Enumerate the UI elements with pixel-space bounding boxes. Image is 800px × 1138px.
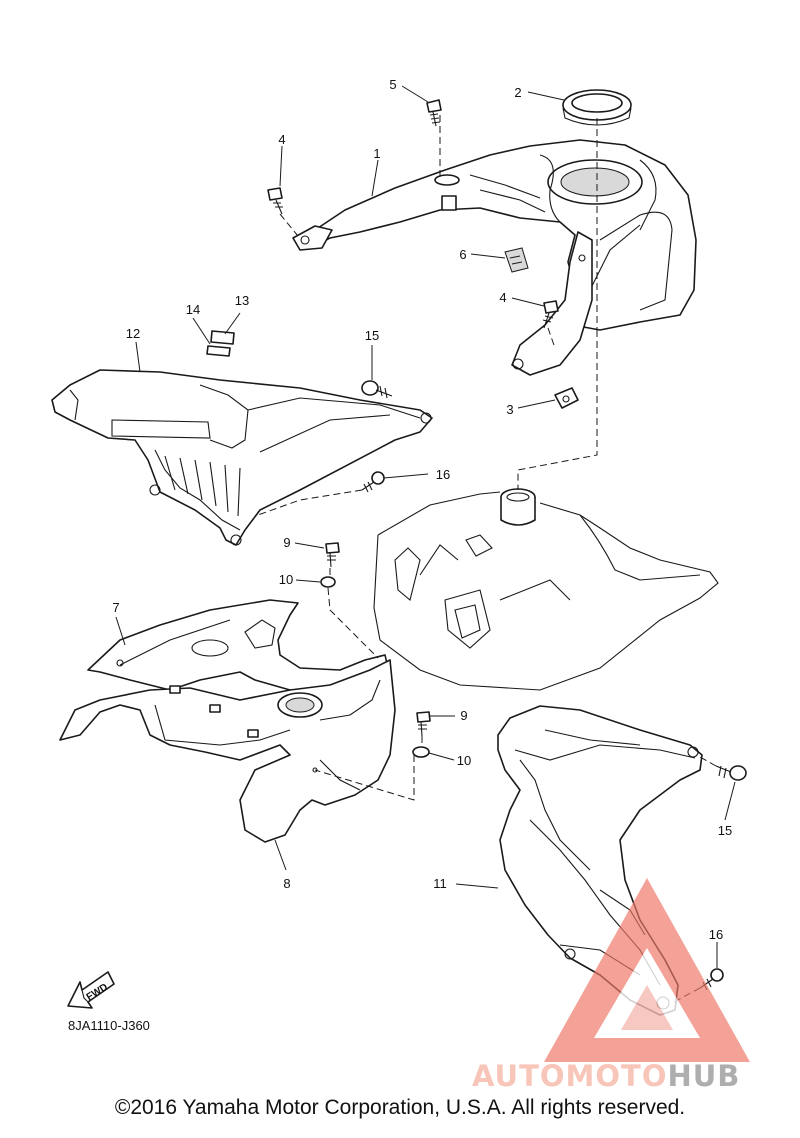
label-16a: 16 (436, 467, 450, 482)
part-13-14 (206, 330, 235, 357)
label-4a: 4 (278, 132, 285, 147)
label-4b: 4 (499, 290, 506, 305)
washer-10a (320, 576, 336, 588)
label-1: 1 (373, 146, 380, 161)
label-12: 12 (126, 326, 140, 341)
label-3: 3 (506, 402, 513, 417)
label-15b: 15 (718, 823, 732, 838)
label-5: 5 (389, 77, 396, 92)
fuel-tank (373, 488, 719, 691)
label-7: 7 (112, 600, 119, 615)
diagram-code: 8JA1110-J360 (68, 1018, 150, 1033)
tank-cover (292, 139, 697, 376)
bolt-9b (416, 711, 431, 737)
screw-5 (426, 99, 442, 127)
panel-7 (87, 599, 389, 691)
leader-lines (115, 85, 736, 968)
fwd-arrow-icon: FWD (67, 971, 115, 1009)
label-9b: 9 (460, 708, 467, 723)
label-16b: 16 (709, 927, 723, 942)
watermark: AUTOMOTOHUB (472, 878, 750, 1093)
label-10a: 10 (279, 572, 293, 587)
watermark-part1: AUTOMOTO (472, 1059, 667, 1093)
label-2: 2 (514, 85, 521, 100)
part-labels: 1 2 3 4 4 5 6 7 8 9 9 10 10 11 12 13 14 … (112, 77, 732, 942)
screw-4a (267, 187, 283, 215)
assembly-lines (257, 115, 717, 1004)
label-13: 13 (235, 293, 249, 308)
label-9a: 9 (283, 535, 290, 550)
panel-8 (59, 659, 396, 843)
bolt-16b (699, 968, 724, 991)
label-15a: 15 (365, 328, 379, 343)
bolt-9a (325, 542, 340, 568)
copyright-notice: ©2016 Yamaha Motor Corporation, U.S.A. A… (114, 1096, 686, 1119)
watermark-text: AUTOMOTOHUB (472, 1059, 740, 1093)
screw-4b (542, 300, 559, 329)
label-8: 8 (283, 876, 290, 891)
washer-10b (412, 746, 430, 758)
clip-6 (504, 247, 529, 273)
label-6: 6 (459, 247, 466, 262)
bracket-3 (554, 387, 579, 409)
label-14: 14 (186, 302, 200, 317)
watermark-part2: HUB (667, 1059, 740, 1093)
side-cover-left (51, 369, 433, 546)
bolt-15a (361, 380, 393, 399)
bolt-16a (361, 471, 385, 493)
bolt-15b (715, 765, 747, 781)
label-11: 11 (433, 876, 447, 891)
label-10b: 10 (457, 753, 471, 768)
